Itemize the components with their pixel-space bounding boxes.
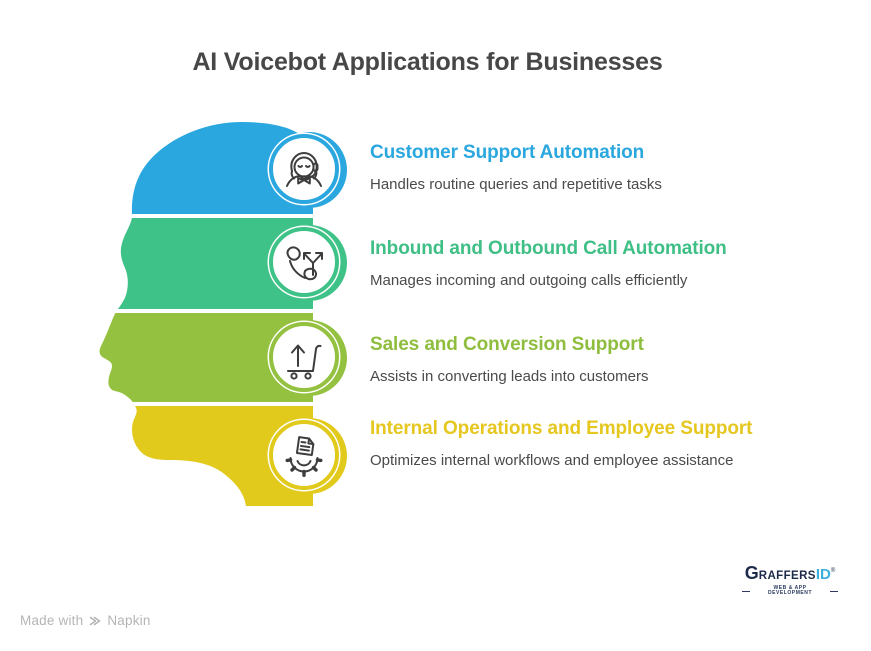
made-with-label: Made with [20,613,84,628]
icon-medallion-1 [269,134,339,204]
list-item: Inbound and Outbound Call Automation Man… [370,237,790,290]
icon-medallion-2 [269,227,339,297]
list-item: Customer Support Automation Handles rout… [370,141,790,194]
row-description: Handles routine queries and repetitive t… [370,176,662,193]
napkin-logo-icon [90,616,101,625]
made-with-napkin-badge[interactable]: Made with Napkin [20,613,151,628]
gear-document-icon [285,436,323,477]
row-heading-customer-support: Customer Support Automation [370,142,645,163]
row-heading-sales-support: Sales and Conversion Support [370,334,644,355]
napkin-label: Napkin [107,613,151,628]
customer-support-agent-icon [286,152,322,187]
icon-medallion-3 [269,322,339,392]
list-item: Sales and Conversion Support Assists in … [370,333,790,386]
wordmark-id: ID [815,566,831,583]
cart-up-arrow-icon [287,344,322,380]
page-title: AI Voicebot Applications for Businesses [192,48,663,76]
row-heading-internal-operations: Internal Operations and Employee Support [370,418,753,439]
row-description: Manages incoming and outgoing calls effi… [370,272,688,289]
wordmark-g: G [744,563,759,583]
brand-tagline: WEB & APP DEVELOPMENT [742,586,838,596]
row-description: Assists in converting leads into custome… [370,368,649,385]
registered-mark: ® [830,568,836,574]
icon-medallion-4 [269,420,339,490]
row-heading-call-automation: Inbound and Outbound Call Automation [370,238,727,259]
row-description: Optimizes internal workflows and employe… [370,452,734,469]
wordmark-raffers: RAFFERS [758,570,816,582]
list-item: Internal Operations and Employee Support… [370,417,790,470]
call-routing-icon [286,246,323,281]
